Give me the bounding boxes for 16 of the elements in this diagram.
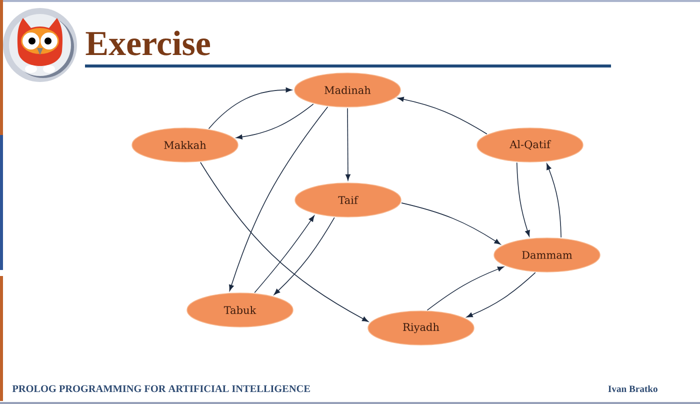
arrow: [398, 96, 488, 134]
footer-text: PROLOG PROGRAMMING FOR ARTIFICIAL INTELLIGENCE: [12, 385, 310, 392]
arrow: [274, 217, 335, 295]
arrow: [208, 87, 292, 130]
arrow: [200, 162, 368, 322]
arrow: [229, 106, 328, 292]
arrow: [236, 104, 314, 140]
arrow: [401, 202, 501, 245]
arrow: [426, 266, 504, 311]
arrow: [254, 215, 314, 293]
arrow: [466, 272, 536, 318]
footer-text: Ivan Bratko: [608, 385, 658, 392]
title: Exercise: [86, 30, 210, 56]
arrow: [516, 162, 530, 237]
arrow: [546, 164, 562, 238]
arrow: [346, 108, 350, 181]
